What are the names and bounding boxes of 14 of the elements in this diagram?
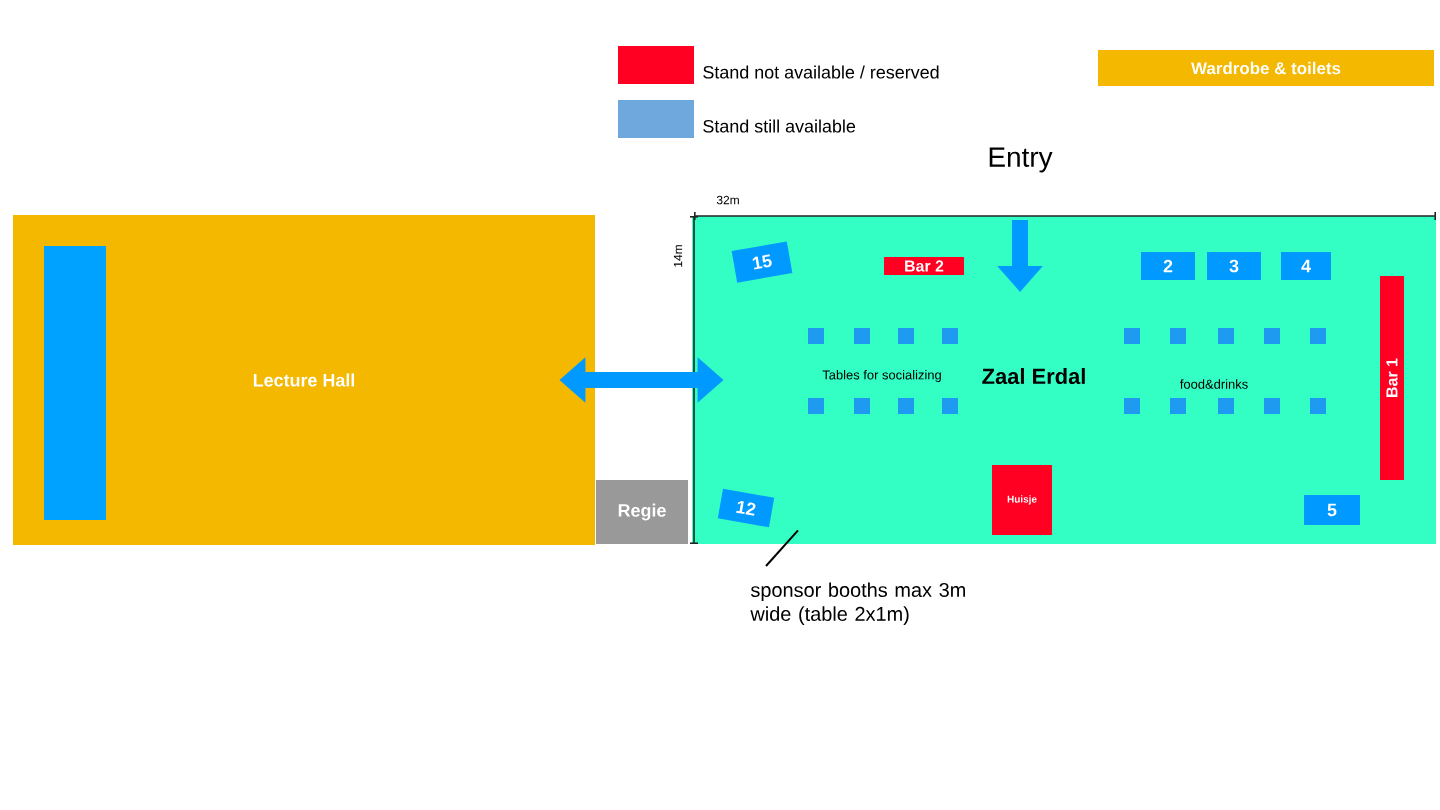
stand-box: 5 [1304, 495, 1360, 525]
note-text: sponsor booths max 3m wide (table 2x1m) [750, 582, 965, 625]
stand-box: 3 [1207, 252, 1261, 280]
hall-area: Lecture Hall [13, 215, 595, 545]
leader-line [765, 529, 799, 567]
stand-box: 4 [1281, 252, 1331, 280]
legend-label: Wardrobe & toilets [1191, 61, 1341, 75]
entry-label: Entry [989, 147, 1053, 173]
stand-box: 2 [1141, 252, 1195, 280]
stand-box: 15 [731, 241, 793, 283]
stand-box: 12 [717, 488, 775, 528]
room-box: Regie [596, 480, 688, 544]
legend-label: Stand still available [703, 119, 856, 133]
legend-label: Stand not available / reserved [703, 65, 939, 79]
